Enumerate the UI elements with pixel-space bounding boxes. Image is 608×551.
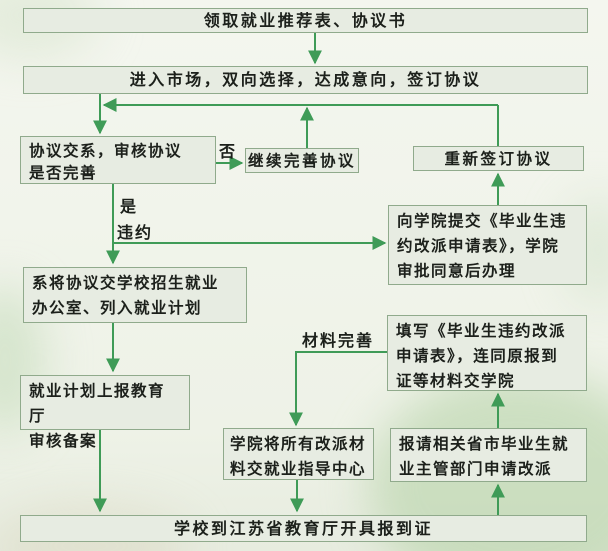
edge-fill-to-materials bbox=[289, 351, 387, 427]
node-receive-forms: 领取就业推荐表、协议书 bbox=[23, 8, 588, 33]
node-issue-registration-card: 学校到江苏省教育厅开具报到证 bbox=[20, 515, 587, 542]
node-dept-submit-plan: 系将协议交学校招生就业 办公室、列入就业计划 bbox=[23, 267, 247, 323]
node-enter-market: 进入市场，双向选择，达成意向，签订协议 bbox=[23, 66, 588, 94]
node-submit-to-college: 向学院提交《毕业生违 约改派申请表》，学院 审批同意后办理 bbox=[388, 205, 587, 285]
node-review-agreement: 协议交系，审核协议 是否完善 bbox=[20, 136, 216, 184]
node-college-materials-center: 学院将所有改派材 料交就业指导中心 bbox=[223, 428, 374, 480]
label-no: 否 bbox=[219, 142, 238, 161]
node-plan-report-dept-education: 就业计划上报教育厅 审核备案 bbox=[20, 375, 190, 450]
label-breach: 违约 bbox=[117, 223, 154, 242]
node-improve-agreement: 继续完善协议 bbox=[245, 148, 359, 173]
node-resign-agreement: 重新签订协议 bbox=[413, 146, 584, 171]
node-apply-redispatch: 报请相关省市毕业生就 业主管部门申请改派 bbox=[390, 428, 587, 482]
label-yes: 是 bbox=[120, 197, 139, 216]
node-fill-redispatch-form: 填写《毕业生违约改派 申请表》，连同原报到 证等材料交学院 bbox=[387, 315, 587, 391]
label-materials-complete: 材料完善 bbox=[302, 331, 375, 350]
